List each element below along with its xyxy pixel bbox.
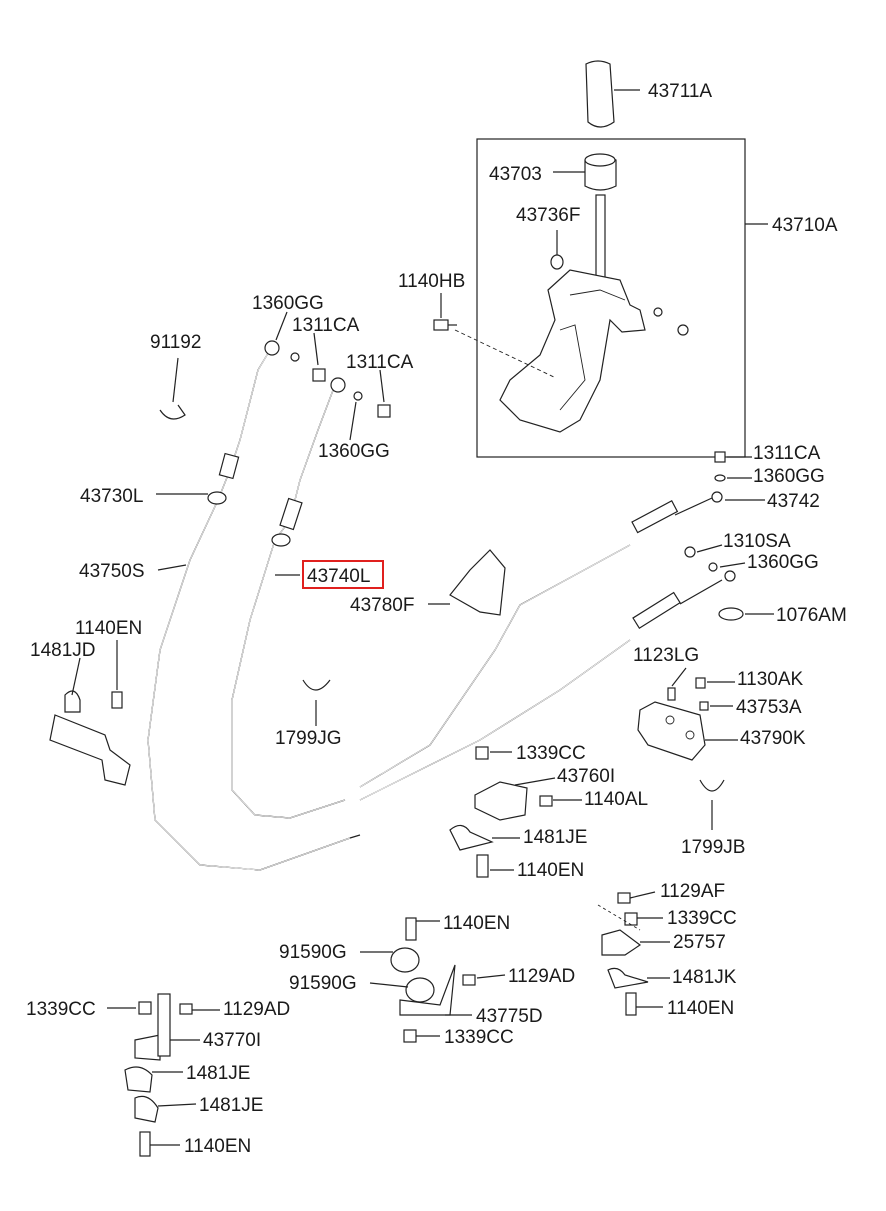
- label-1140EN-b[interactable]: 1140EN: [517, 860, 584, 881]
- label-1130AK[interactable]: 1130AK: [737, 669, 804, 690]
- label-43775D[interactable]: 43775D: [476, 1006, 543, 1027]
- label-43780F[interactable]: 43780F: [350, 595, 414, 616]
- label-1481JK[interactable]: 1481JK: [672, 967, 737, 988]
- label-1140EN-d[interactable]: 1140EN: [667, 998, 734, 1019]
- label-1140AL[interactable]: 1140AL: [584, 789, 648, 810]
- label-1799JG[interactable]: 1799JG: [275, 728, 342, 749]
- label-1140EN-a[interactable]: 1140EN: [75, 618, 142, 639]
- bracket-1481JD: [49, 640, 131, 786]
- bracket-25757: [597, 891, 670, 1016]
- label-91590G-b[interactable]: 91590G: [289, 973, 357, 994]
- label-1339CC-a[interactable]: 1339CC: [516, 743, 586, 764]
- label-43760I[interactable]: 43760I: [557, 766, 615, 787]
- label-43736F[interactable]: 43736F: [516, 205, 580, 226]
- bracket-43770I: [107, 993, 220, 1157]
- label-1481JE-c[interactable]: 1481JE: [199, 1095, 263, 1116]
- label-1129AF[interactable]: 1129AF: [660, 881, 725, 902]
- label-1360GG-c[interactable]: 1360GG: [753, 466, 825, 487]
- label-1076AM[interactable]: 1076AM: [776, 605, 847, 626]
- label-1360GG-d[interactable]: 1360GG: [747, 552, 819, 573]
- part-labels: 43711A 43703 43736F 43710A 1140HB 1360GG…: [26, 81, 847, 1157]
- label-43710A[interactable]: 43710A: [772, 215, 838, 236]
- label-1339CC-d[interactable]: 1339CC: [444, 1027, 514, 1048]
- label-43750S[interactable]: 43750S: [79, 561, 145, 582]
- label-43770I[interactable]: 43770I: [203, 1030, 261, 1051]
- label-1123LG[interactable]: 1123LG: [633, 645, 699, 666]
- label-1310SA[interactable]: 1310SA: [723, 531, 791, 552]
- straps-1799: [302, 679, 725, 830]
- label-43742[interactable]: 43742: [767, 491, 820, 512]
- label-43790K[interactable]: 43790K: [740, 728, 806, 749]
- shift-lever-assembly: [433, 60, 768, 458]
- shift-cables: [147, 311, 723, 871]
- label-43753A[interactable]: 43753A: [736, 697, 802, 718]
- bracket-43780F: [428, 549, 506, 616]
- label-1339CC-b[interactable]: 1339CC: [667, 908, 737, 929]
- label-1129AD-a[interactable]: 1129AD: [508, 966, 575, 987]
- label-1360GG-a[interactable]: 1360GG: [252, 293, 324, 314]
- label-1799JB[interactable]: 1799JB: [681, 837, 745, 858]
- label-1129AD-b[interactable]: 1129AD: [223, 999, 290, 1020]
- label-43740L[interactable]: 43740L: [307, 566, 370, 587]
- label-1311CA-a[interactable]: 1311CA: [292, 315, 360, 336]
- label-43730L[interactable]: 43730L: [80, 486, 143, 507]
- label-1481JD[interactable]: 1481JD: [30, 640, 96, 661]
- label-1360GG-b[interactable]: 1360GG: [318, 441, 390, 462]
- label-1481JE-a[interactable]: 1481JE: [523, 827, 587, 848]
- bracket-43775D: [360, 917, 506, 1043]
- label-1311CA-c[interactable]: 1311CA: [753, 443, 821, 464]
- clip-91192: [159, 357, 186, 420]
- label-1140EN-c[interactable]: 1140EN: [443, 913, 510, 934]
- label-91192[interactable]: 91192: [150, 332, 201, 353]
- bracket-43760I: [449, 746, 582, 878]
- label-91590G-a[interactable]: 91590G: [279, 942, 347, 963]
- bracket-43790K: [637, 667, 738, 761]
- highlight-box: [302, 560, 384, 589]
- label-1140EN-e[interactable]: 1140EN: [184, 1136, 251, 1157]
- label-25757[interactable]: 25757: [673, 932, 726, 953]
- label-1481JE-b[interactable]: 1481JE: [186, 1063, 250, 1084]
- right-cable-hardware: [684, 451, 774, 621]
- label-43703[interactable]: 43703: [489, 164, 542, 185]
- label-43711A[interactable]: 43711A: [648, 81, 712, 102]
- label-1311CA-b[interactable]: 1311CA: [346, 352, 414, 373]
- label-1339CC-c[interactable]: 1339CC: [26, 999, 96, 1020]
- label-1140HB[interactable]: 1140HB: [398, 271, 465, 292]
